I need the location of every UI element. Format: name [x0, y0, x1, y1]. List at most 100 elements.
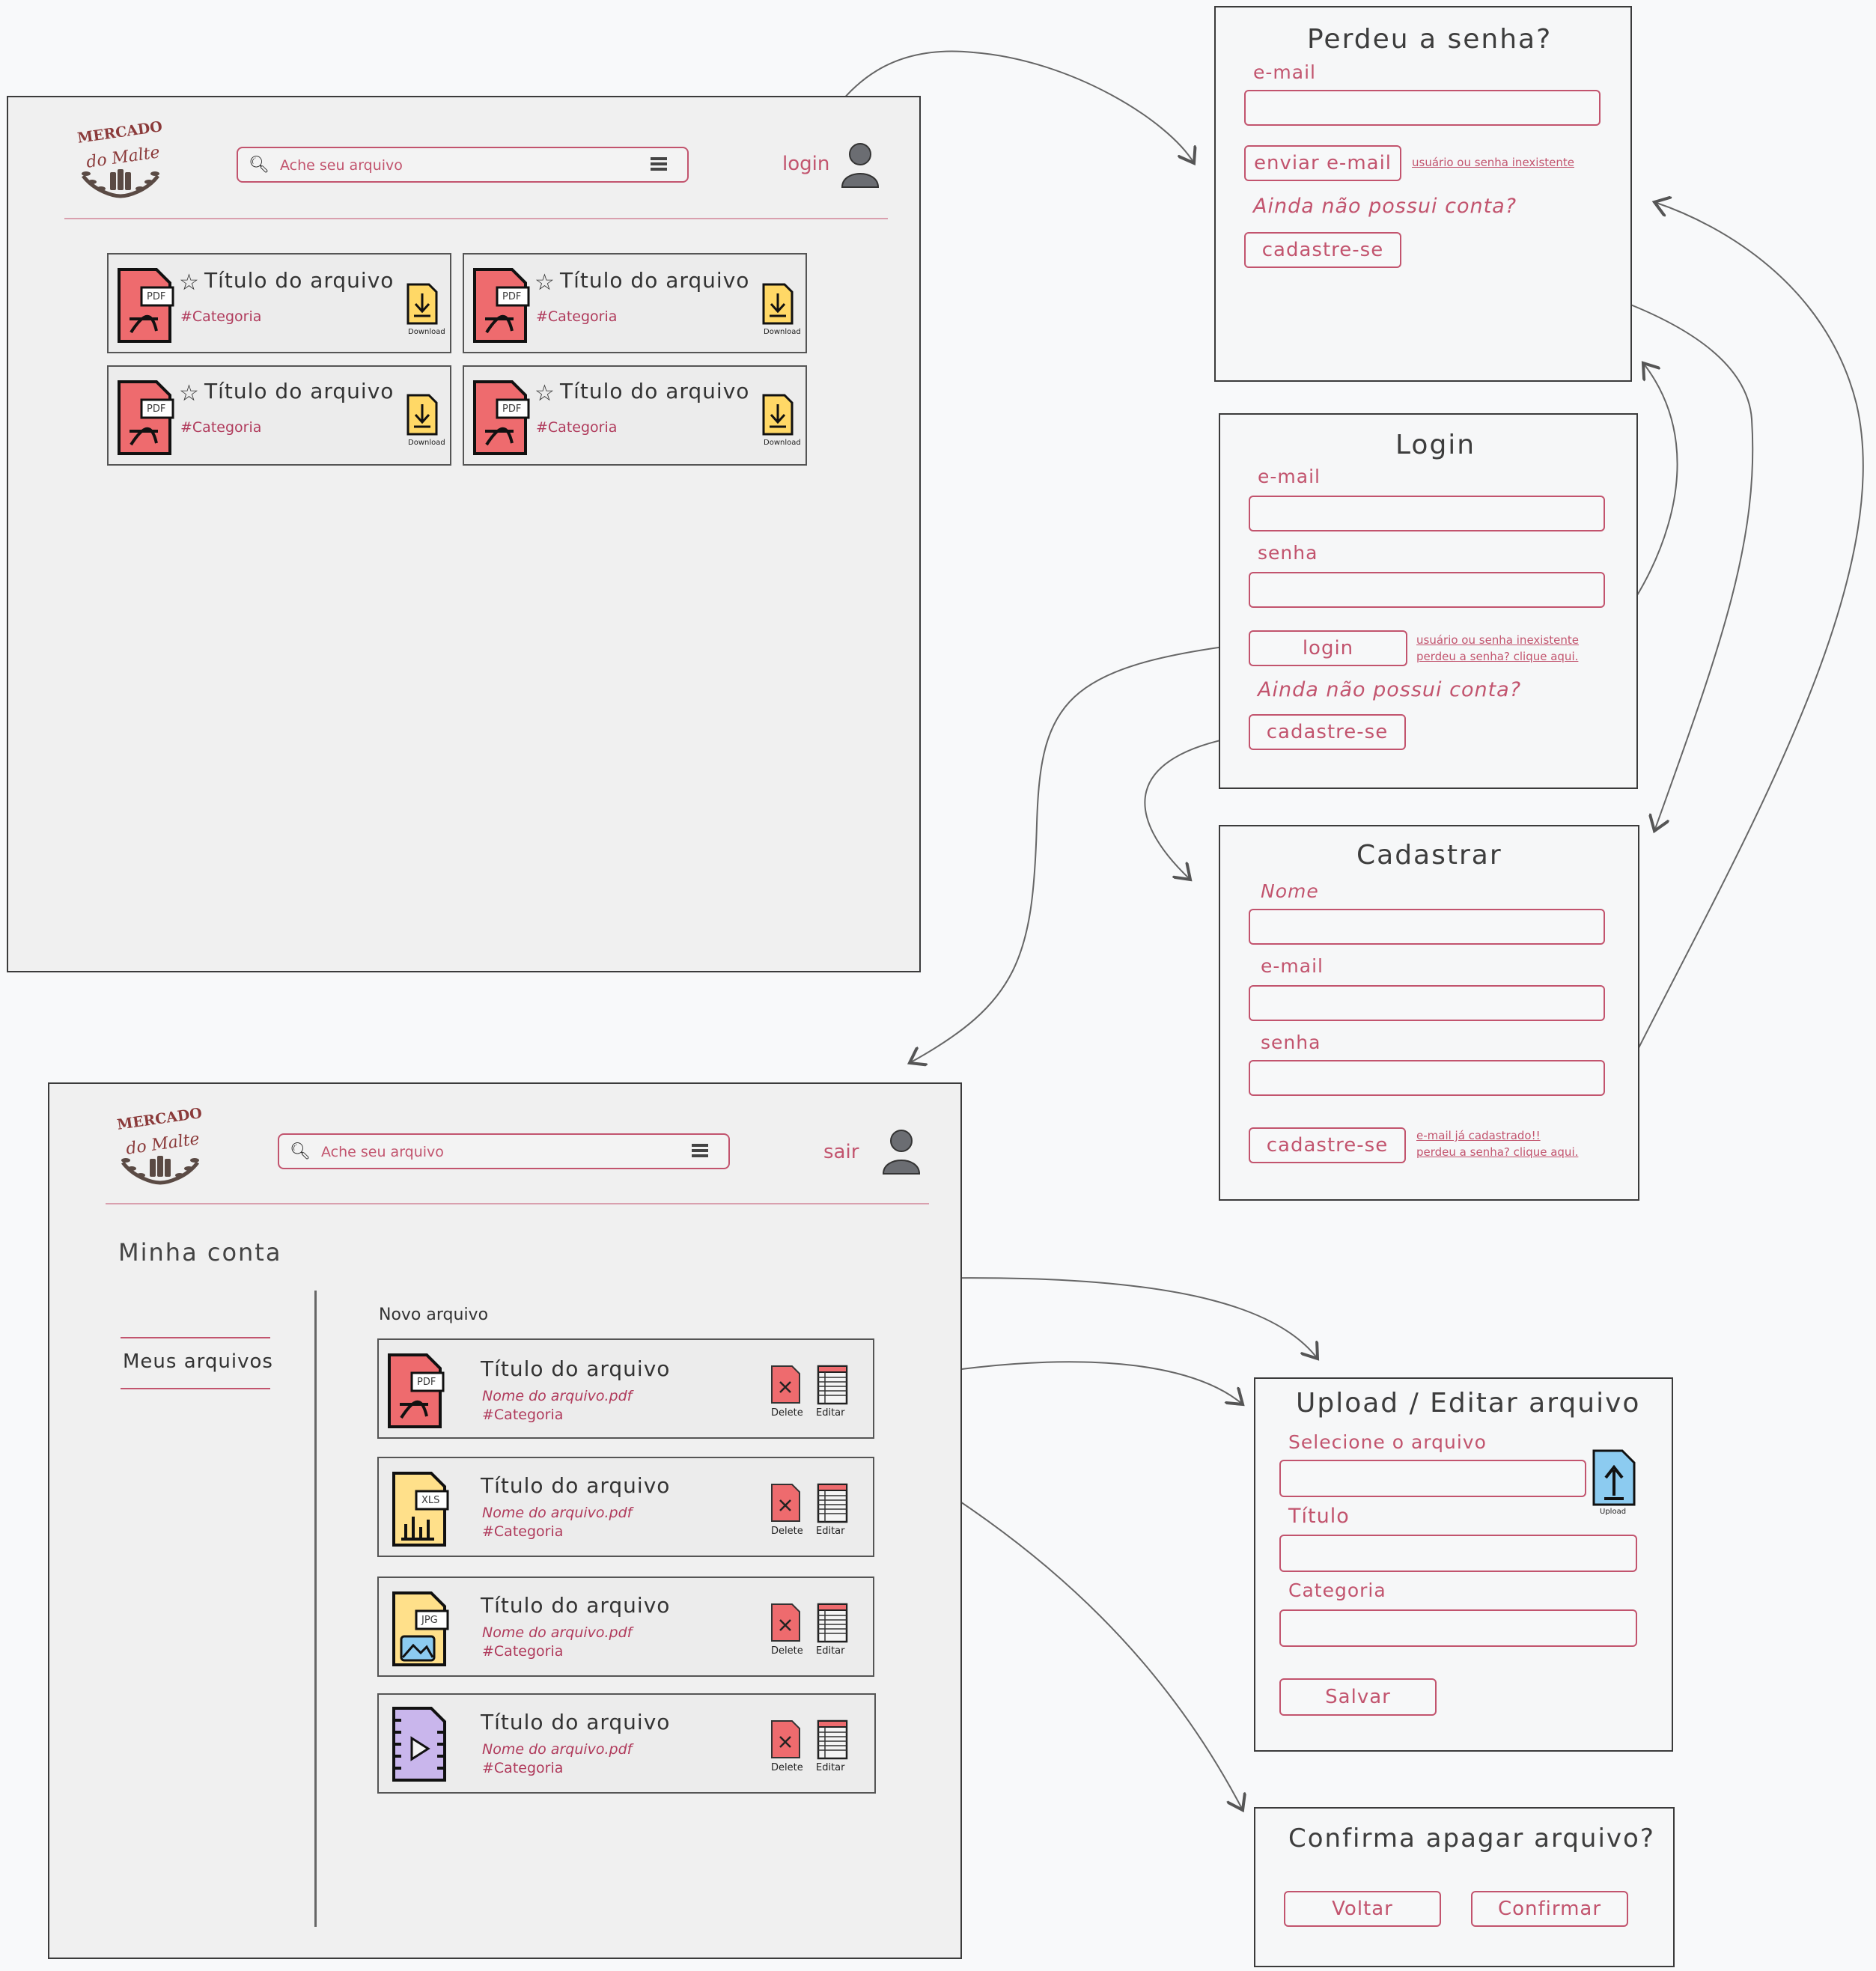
title-field[interactable]	[1279, 1535, 1637, 1572]
card-title[interactable]: Título do arquivo	[560, 268, 750, 293]
register-panel: Cadastrar Nome e-mail senha cadastre-se …	[1219, 825, 1639, 1201]
card-title[interactable]: Título do arquivo	[204, 379, 395, 403]
delete-icon[interactable]	[770, 1602, 803, 1647]
download-caption: Download	[408, 439, 445, 447]
card-category[interactable]: #Categoria	[180, 308, 262, 325]
save-button[interactable]: Salvar	[1279, 1678, 1437, 1716]
category-field[interactable]	[1279, 1609, 1637, 1647]
download-icon[interactable]	[405, 392, 439, 440]
upload-icon[interactable]	[1591, 1448, 1637, 1511]
register-title: Cadastrar	[1356, 840, 1502, 871]
card-category[interactable]: #Categoria	[536, 308, 618, 325]
delete-caption: Delete	[771, 1762, 803, 1773]
favorite-star-icon[interactable]: ☆	[535, 380, 555, 406]
new-file-link[interactable]: Novo arquivo	[379, 1306, 489, 1324]
wheat-logo-icon	[82, 169, 159, 198]
file-card[interactable]: PDF ☆ Título do arquivo #Categoria Downl…	[463, 253, 807, 353]
category-label: Categoria	[1288, 1579, 1386, 1601]
email-field[interactable]	[1244, 90, 1601, 126]
password-field[interactable]	[1249, 572, 1605, 608]
favorite-star-icon[interactable]: ☆	[535, 269, 555, 296]
card-title[interactable]: Título do arquivo	[204, 268, 395, 293]
pdf-badge: PDF	[502, 403, 522, 415]
header-divider	[106, 1203, 929, 1204]
delete-icon[interactable]	[770, 1719, 803, 1764]
delete-icon[interactable]	[770, 1482, 803, 1527]
user-avatar-icon[interactable]	[880, 1127, 922, 1180]
file-label: Selecione o arquivo	[1288, 1431, 1487, 1453]
download-icon[interactable]	[761, 281, 795, 329]
user-avatar-icon[interactable]	[839, 141, 881, 193]
back-button[interactable]: Voltar	[1284, 1891, 1441, 1927]
register-button[interactable]: cadastre-se	[1249, 1127, 1406, 1163]
send-email-button[interactable]: enviar e-mail	[1244, 145, 1401, 181]
forgot-password-link[interactable]: perdeu a senha? clique aqui.	[1416, 650, 1579, 663]
filter-icon[interactable]	[650, 156, 667, 172]
search-bar[interactable]: 🔍︎ Ache seu arquivo	[278, 1133, 730, 1169]
no-account-label: Ainda não possui conta?	[1258, 678, 1522, 701]
card-category[interactable]: #Categoria	[180, 419, 262, 436]
upload-caption: Upload	[1600, 1508, 1627, 1516]
file-category[interactable]: #Categoria	[482, 1523, 564, 1540]
brand-logo: MERCADO do Malte	[68, 118, 173, 202]
file-row[interactable]: JPG Título do arquivo Nome do arquivo.pd…	[377, 1577, 874, 1677]
file-type-badge: XLS	[421, 1495, 440, 1506]
register-button[interactable]: cadastre-se	[1249, 714, 1406, 750]
brand-logo: MERCADO do Malte	[108, 1105, 213, 1189]
filter-icon[interactable]	[691, 1142, 708, 1159]
account-screen: MERCADO do Malte 🔍︎ Ache seu arquivo sai…	[48, 1082, 962, 1959]
file-category[interactable]: #Categoria	[482, 1407, 564, 1423]
card-title[interactable]: Título do arquivo	[560, 379, 750, 403]
pdf-badge: PDF	[147, 291, 166, 302]
email-field[interactable]	[1249, 985, 1605, 1021]
video-file-icon	[389, 1705, 449, 1788]
password-field[interactable]	[1249, 1060, 1605, 1096]
delete-icon[interactable]	[770, 1364, 803, 1409]
name-field[interactable]	[1249, 909, 1605, 945]
file-row[interactable]: XLS Título do arquivo Nome do arquivo.pd…	[377, 1457, 874, 1557]
email-field[interactable]	[1249, 496, 1605, 531]
login-title: Login	[1395, 430, 1476, 460]
file-name: Nome do arquivo.pdf	[482, 1388, 633, 1404]
logout-link[interactable]: sair	[823, 1141, 859, 1163]
password-label: senha	[1258, 542, 1318, 564]
file-row[interactable]: Título do arquivo Nome do arquivo.pdf #C…	[377, 1693, 876, 1794]
delete-caption: Delete	[771, 1645, 803, 1657]
download-icon[interactable]	[405, 281, 439, 329]
search-placeholder: Ache seu arquivo	[321, 1144, 444, 1160]
search-placeholder: Ache seu arquivo	[280, 157, 403, 174]
file-card[interactable]: PDF ☆ Título do arquivo #Categoria Downl…	[107, 365, 451, 466]
file-title[interactable]: Título do arquivo	[481, 1710, 671, 1734]
edit-icon[interactable]	[816, 1602, 849, 1647]
email-label: e-mail	[1261, 955, 1324, 977]
login-button[interactable]: login	[1249, 630, 1407, 666]
download-caption: Download	[764, 439, 801, 447]
file-title[interactable]: Título do arquivo	[481, 1593, 671, 1618]
file-title[interactable]: Título do arquivo	[481, 1356, 671, 1381]
confirm-button[interactable]: Confirmar	[1471, 1891, 1628, 1927]
file-card[interactable]: PDF ☆ Título do arquivo #Categoria Downl…	[463, 365, 807, 466]
card-category[interactable]: #Categoria	[536, 419, 618, 436]
file-row[interactable]: PDF Título do arquivo Nome do arquivo.pd…	[377, 1338, 874, 1439]
favorite-star-icon[interactable]: ☆	[179, 269, 199, 296]
file-card[interactable]: PDF ☆ Título do arquivo #Categoria Downl…	[107, 253, 451, 353]
forgot-password-link[interactable]: perdeu a senha? clique aqui.	[1416, 1145, 1579, 1159]
search-icon: 🔍︎	[249, 156, 269, 174]
file-category[interactable]: #Categoria	[482, 1643, 564, 1660]
edit-caption: Editar	[816, 1645, 845, 1657]
search-bar[interactable]: 🔍︎ Ache seu arquivo	[237, 147, 689, 183]
edit-icon[interactable]	[816, 1364, 849, 1409]
search-icon: 🔍︎	[290, 1142, 311, 1161]
file-category[interactable]: #Categoria	[482, 1760, 564, 1776]
sidebar-item-meus-arquivos[interactable]: Meus arquivos	[123, 1350, 273, 1373]
favorite-star-icon[interactable]: ☆	[179, 380, 199, 406]
download-icon[interactable]	[761, 392, 795, 440]
register-button[interactable]: cadastre-se	[1244, 232, 1401, 268]
name-label: Nome	[1261, 880, 1319, 902]
file-field[interactable]	[1279, 1460, 1586, 1497]
error-message: e-mail já cadastrado!!	[1416, 1129, 1541, 1142]
edit-icon[interactable]	[816, 1719, 849, 1764]
file-title[interactable]: Título do arquivo	[481, 1473, 671, 1498]
edit-icon[interactable]	[816, 1482, 849, 1527]
login-link[interactable]: login	[782, 153, 830, 175]
